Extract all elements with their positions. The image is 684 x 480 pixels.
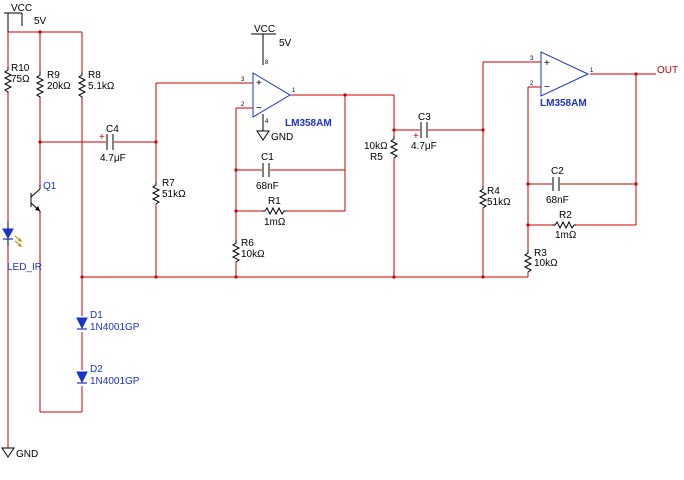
u2-minus-sign: − bbox=[544, 82, 550, 93]
r1-value: 1mΩ bbox=[264, 217, 286, 228]
opamp-u1: + − 3 2 1 8 4 LM358AM bbox=[241, 60, 332, 129]
capacitor-c1: C1 68nF bbox=[256, 152, 279, 192]
u1-pin-1: 1 bbox=[292, 88, 296, 94]
c4-value: 4.7μF bbox=[100, 153, 126, 164]
c1-value: 68nF bbox=[256, 181, 279, 192]
c2-value: 68nF bbox=[546, 195, 569, 206]
r6-value: 10kΩ bbox=[241, 249, 265, 260]
vcc-u1-label: VCC bbox=[254, 24, 275, 35]
output-net: OUT bbox=[657, 65, 678, 76]
resistor-r7: R7 51kΩ bbox=[151, 178, 186, 205]
gnd-symbol-left: GND bbox=[1, 447, 38, 460]
r3-ref: R3 bbox=[534, 248, 547, 259]
opamp-u2: + − 3 2 1 LM358AM bbox=[530, 51, 594, 109]
u1-pin-4: 4 bbox=[265, 119, 269, 125]
gnd-symbol-u1: GND bbox=[256, 114, 293, 143]
u2-pin-3: 3 bbox=[530, 56, 534, 62]
r2-ref: R2 bbox=[559, 210, 572, 221]
resistor-r3: R3 10kΩ bbox=[523, 248, 558, 273]
out-label: OUT bbox=[657, 65, 678, 76]
d2-ref: D2 bbox=[90, 364, 103, 375]
vcc-label: VCC bbox=[11, 3, 32, 14]
r4-ref: R4 bbox=[487, 186, 500, 197]
r7-ref: R7 bbox=[162, 178, 175, 189]
r9-ref: R9 bbox=[47, 70, 60, 81]
r8-ref: R8 bbox=[88, 70, 101, 81]
vcc-voltage-label: 5V bbox=[34, 16, 47, 27]
r8-value: 5.1kΩ bbox=[88, 81, 115, 92]
r2-value: 1mΩ bbox=[555, 230, 577, 241]
resistor-r4: R4 51kΩ bbox=[478, 186, 511, 209]
vcc-symbol-u1: VCC 5V bbox=[251, 24, 292, 65]
r10-ref: R10 bbox=[11, 63, 30, 74]
d1-part: 1N4001GP bbox=[90, 322, 140, 333]
u1-pin-2: 2 bbox=[241, 102, 245, 108]
c1-ref: C1 bbox=[261, 152, 274, 163]
transistor-q1: Q1 bbox=[30, 181, 57, 213]
r6-ref: R6 bbox=[241, 238, 254, 249]
gnd-u1-label: GND bbox=[271, 132, 293, 143]
r4-value: 51kΩ bbox=[487, 197, 511, 208]
u1-part: LM358AM bbox=[285, 118, 332, 129]
u2-pin-1: 1 bbox=[590, 68, 594, 74]
resistor-r2: R2 1mΩ bbox=[552, 210, 577, 241]
resistor-r10: R10 75Ω bbox=[3, 63, 30, 93]
vcc-symbol-left: VCC 5V bbox=[4, 3, 47, 32]
u2-part: LM358AM bbox=[540, 98, 587, 109]
junction-dots bbox=[38, 30, 638, 279]
resistor-r6: R6 10kΩ bbox=[231, 238, 265, 263]
led-ir: LED_IR bbox=[2, 222, 42, 273]
capacitor-c2: C2 68nF bbox=[546, 166, 569, 206]
r7-value: 51kΩ bbox=[162, 189, 186, 200]
u2-plus-sign: + bbox=[544, 58, 550, 69]
d2-part: 1N4001GP bbox=[90, 376, 140, 387]
diode-d2: D2 1N4001GP bbox=[76, 364, 140, 387]
r5-value: 10kΩ bbox=[364, 141, 388, 152]
resistor-r9: R9 20kΩ bbox=[35, 70, 71, 98]
d1-ref: D1 bbox=[90, 310, 103, 321]
c4-ref: C4 bbox=[106, 124, 119, 135]
r5-ref: R5 bbox=[370, 152, 383, 163]
resistor-r8: R8 5.1kΩ bbox=[77, 70, 115, 98]
resistor-r1: R1 1mΩ bbox=[262, 196, 286, 228]
capacitor-c4: + C4 4.7μF bbox=[99, 124, 126, 164]
u1-pin-8: 8 bbox=[265, 60, 269, 66]
c4-polarity: + bbox=[99, 132, 105, 143]
r10-value: 75Ω bbox=[11, 74, 30, 85]
wires bbox=[7, 31, 656, 448]
r1-ref: R1 bbox=[268, 196, 281, 207]
resistor-r5: 10kΩ R5 bbox=[364, 136, 399, 163]
u1-minus-sign: − bbox=[256, 103, 262, 114]
gnd-label: GND bbox=[16, 449, 38, 460]
r3-value: 10kΩ bbox=[534, 258, 558, 269]
c2-ref: C2 bbox=[551, 166, 564, 177]
u1-pin-3: 3 bbox=[241, 77, 245, 83]
r9-value: 20kΩ bbox=[47, 81, 71, 92]
c3-ref: C3 bbox=[418, 112, 431, 123]
led-ir-ref: LED_IR bbox=[7, 262, 42, 273]
diode-d1: D1 1N4001GP bbox=[76, 310, 140, 333]
u2-pin-2: 2 bbox=[530, 81, 534, 87]
c3-value: 4.7μF bbox=[411, 141, 437, 152]
c3-polarity: + bbox=[413, 131, 419, 142]
u1-plus-sign: + bbox=[256, 78, 262, 89]
q1-ref: Q1 bbox=[43, 181, 57, 192]
vcc-u1-voltage-label: 5V bbox=[279, 38, 292, 49]
capacitor-c3: + C3 4.7μF bbox=[411, 112, 437, 152]
